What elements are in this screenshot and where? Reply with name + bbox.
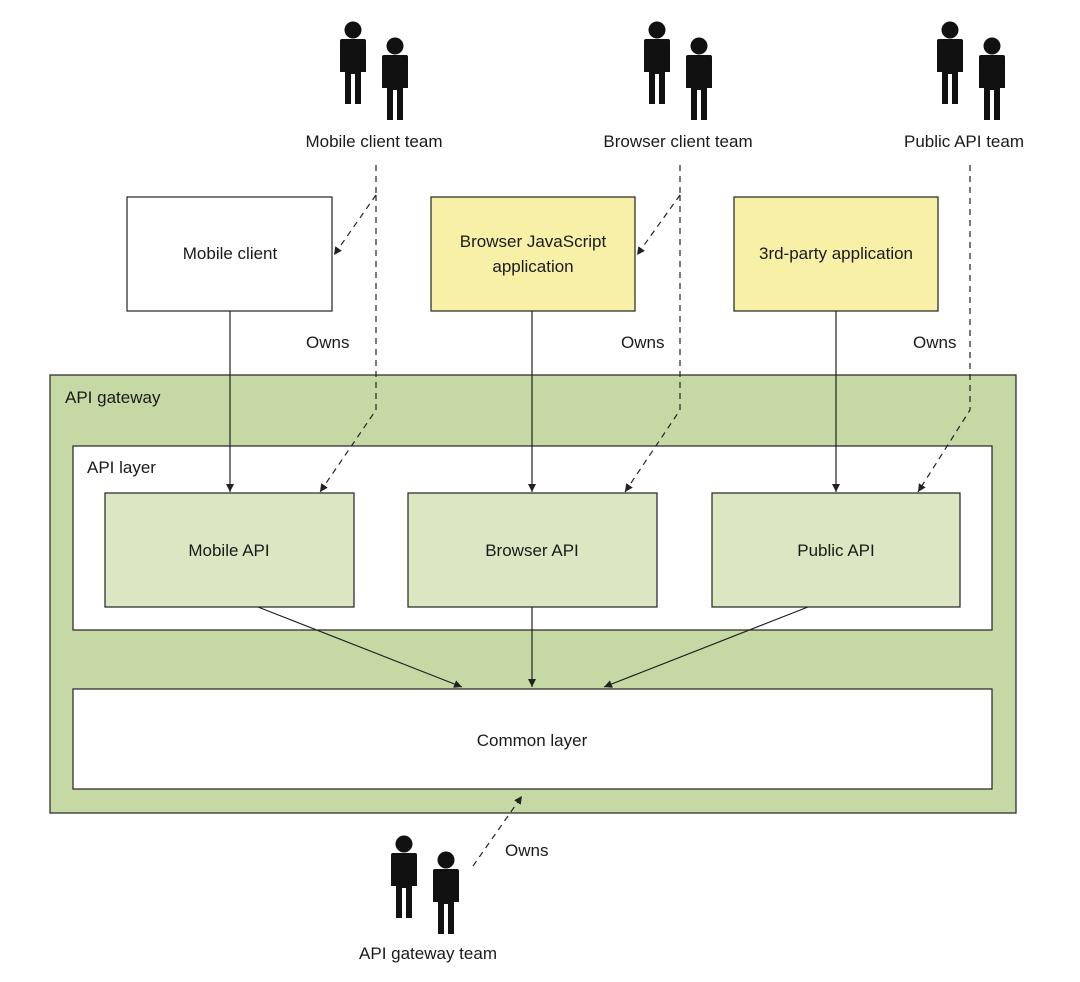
browser-team-owns-browser-app-arrow	[636, 194, 681, 256]
mobile-client-box	[126, 196, 333, 312]
public-owns-label: Owns	[913, 333, 956, 352]
public-team-label: Public API team	[904, 132, 1024, 151]
public-team-owns-public-api-arrow	[917, 165, 971, 493]
gateway-team-label: API gateway team	[359, 944, 497, 963]
browser-js-app-label-line1: Browser JavaScript	[460, 232, 607, 251]
browser-js-app-box	[430, 196, 636, 312]
arrow-public-api-to-common-layer	[603, 606, 809, 688]
arrow-mobile-api-to-common-layer	[257, 606, 463, 688]
browser-api-label: Browser API	[485, 541, 579, 560]
mobile-owns-label: Owns	[306, 333, 349, 352]
public-api-box	[711, 492, 961, 608]
browser-team-owns-browser-api-arrow	[624, 195, 681, 493]
browser-owns-label: Owns	[621, 333, 664, 352]
mobile-team-label: Mobile client team	[305, 132, 442, 151]
mobile-team-owns-mobile-api-arrow	[319, 195, 377, 493]
common-layer-box	[72, 688, 993, 790]
mobile-api-box	[104, 492, 355, 608]
mobile-team-people-icon	[340, 22, 408, 121]
third-party-app-box	[733, 196, 939, 312]
public-team-people-icon	[937, 22, 1005, 121]
browser-api-box	[407, 492, 658, 608]
mobile-api-label: Mobile API	[188, 541, 269, 560]
api-gateway-title: API gateway	[65, 388, 161, 407]
browser-team-label: Browser client team	[603, 132, 752, 151]
api-layer-title: API layer	[87, 458, 156, 477]
mobile-client-label: Mobile client	[183, 244, 278, 263]
browser-js-app-label-line2: application	[492, 257, 573, 276]
third-party-app-label: 3rd-party application	[759, 244, 913, 263]
gateway-team-people-icon	[391, 836, 459, 935]
public-api-label: Public API	[797, 541, 875, 560]
gateway-owns-label: Owns	[505, 841, 548, 860]
gateway-team-owns-common-layer-arrow	[472, 795, 523, 867]
browser-team-people-icon	[644, 22, 712, 121]
mobile-team-owns-mobile-client-arrow	[333, 194, 377, 256]
common-layer-label: Common layer	[477, 731, 588, 750]
